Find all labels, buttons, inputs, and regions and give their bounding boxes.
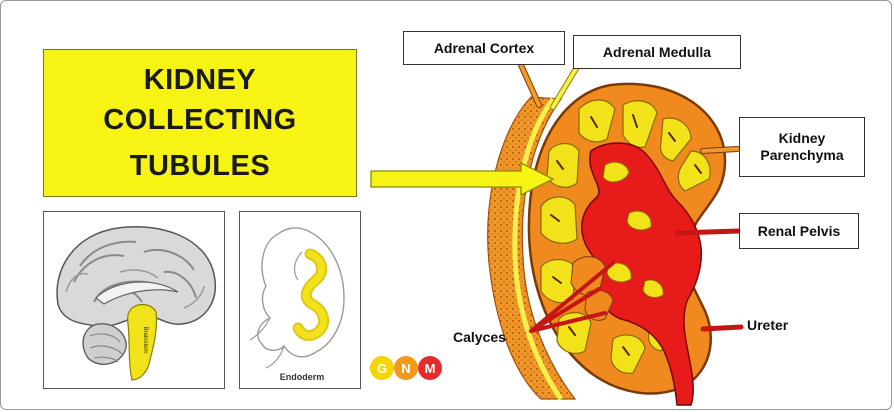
parenchyma-pointer: [703, 149, 737, 151]
kidney-parenchyma-line-2: Parenchyma: [760, 147, 843, 164]
calyces-label: Calyces: [453, 329, 506, 345]
renal-pelvis-label: Renal Pelvis: [739, 213, 859, 249]
adrenal-cortex-label: Adrenal Cortex: [403, 31, 565, 65]
renal-pelvis-pointer: [677, 231, 739, 233]
ureter-label: Ureter: [747, 317, 788, 333]
ureter-pointer: [703, 327, 741, 329]
kidney-parenchyma-line-1: Kidney: [779, 130, 826, 147]
collecting-tubules-arrow: [371, 163, 553, 195]
adrenal-medulla-label: Adrenal Medulla: [573, 35, 741, 69]
kidney-parenchyma-label: Kidney Parenchyma: [739, 117, 865, 177]
